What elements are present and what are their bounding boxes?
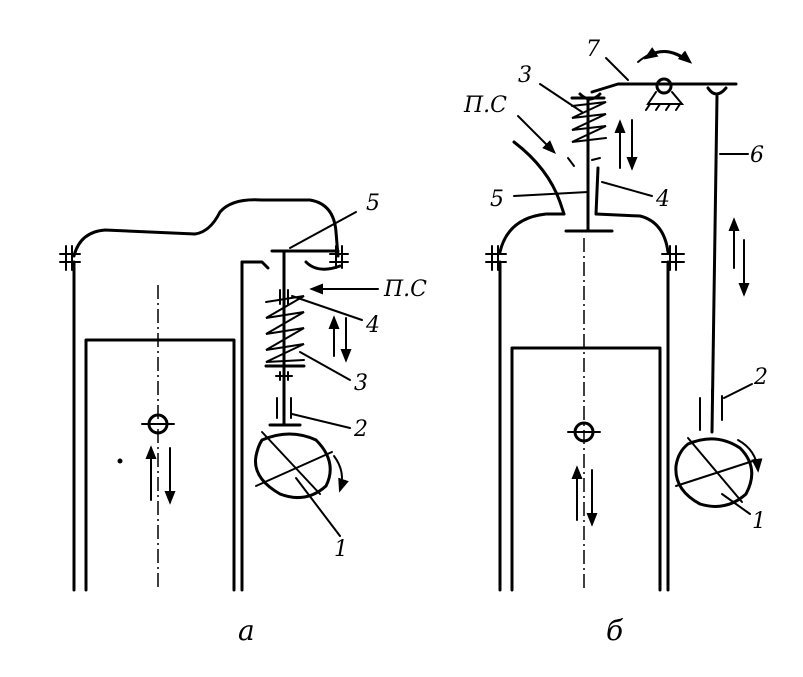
right-leader-5: [513, 191, 589, 197]
left-leader-2: [291, 413, 351, 429]
right-label-1: 1: [752, 509, 766, 534]
right-rocker-pivot: [655, 77, 673, 95]
left-cam: [254, 432, 332, 500]
left-label-4: 4: [365, 313, 380, 338]
left-dot: [117, 458, 123, 464]
right-flange-bolt-right: [661, 245, 685, 271]
right-label-4: 4: [655, 187, 670, 212]
right-label-intake: П.С: [463, 93, 507, 118]
left-leader-3: [299, 351, 351, 381]
right-valve-spring: [571, 101, 607, 143]
right-rocker-tip: [578, 92, 602, 101]
right-flange-bolt-left: [485, 245, 507, 271]
left-valve-guide: [279, 289, 289, 305]
right-leader-3: [539, 83, 583, 113]
right-tappet: [699, 389, 723, 433]
left-flange-bolt-left: [59, 245, 81, 271]
left-intake-port: [304, 260, 342, 271]
left-leader-1: [295, 477, 341, 537]
right-leader-1: [721, 493, 751, 515]
left-diagram-side-valve: 5 П.С 4 3 2 1 а: [59, 191, 427, 647]
right-leader-7: [605, 57, 629, 81]
right-cylinder-head: [498, 212, 670, 254]
right-label-5: 5: [490, 187, 504, 212]
left-leader-5: [289, 211, 357, 249]
right-intake-arrow: [517, 115, 556, 154]
left-retainer-lock: [275, 371, 293, 381]
right-rocker-support: [645, 91, 685, 111]
left-leader-4: [291, 295, 363, 321]
right-intake-port: [512, 140, 600, 216]
right-cam: [674, 437, 754, 508]
left-label-intake: П.С: [383, 277, 427, 302]
right-leader-2: [723, 383, 753, 399]
right-piston: [510, 346, 662, 592]
right-leader-4: [601, 181, 653, 197]
left-valve-spring: [265, 295, 305, 363]
right-label-7: 7: [586, 37, 600, 62]
right-rocker-arm: [590, 82, 738, 94]
left-tappet: [276, 397, 292, 419]
right-label-2: 2: [753, 365, 768, 390]
left-cam-rotation-arrow: [333, 455, 349, 493]
right-diagram-overhead-valve: 7 3 П.С 6 5 4 2 1 б: [463, 37, 768, 647]
right-pushrod: [710, 94, 719, 434]
left-cylinder-head: [72, 198, 340, 258]
right-cam-rotation-arrow: [737, 439, 763, 473]
right-rocker-pushrod-end: [706, 86, 728, 96]
right-label-3: 3: [518, 63, 532, 88]
left-valve-chamber: [240, 260, 270, 270]
left-label-3: 3: [354, 371, 368, 396]
left-label-2: 2: [353, 417, 368, 442]
left-label-1: 1: [334, 537, 348, 562]
left-label-5: 5: [366, 191, 380, 216]
right-label-6: 6: [750, 143, 764, 168]
left-piston: [84, 338, 236, 592]
right-caption: б: [606, 614, 624, 647]
left-caption: а: [238, 614, 255, 647]
